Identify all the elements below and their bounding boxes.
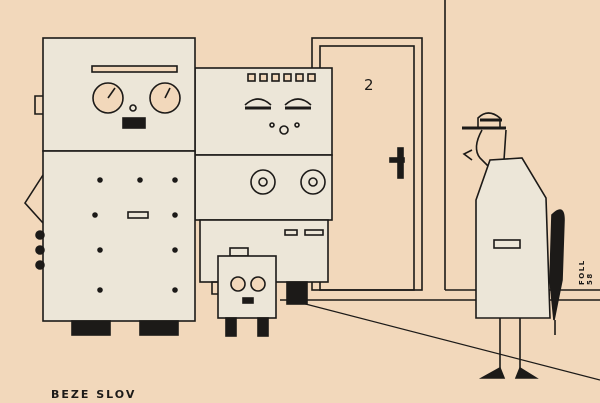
- robot-large: [23, 37, 196, 336]
- door-number: 2: [364, 76, 374, 94]
- artist-signature: FOLL 58: [578, 259, 594, 285]
- man-in-coat: [462, 112, 565, 379]
- robot-small: [211, 247, 277, 337]
- caption: BEZE SLOV: [51, 388, 137, 401]
